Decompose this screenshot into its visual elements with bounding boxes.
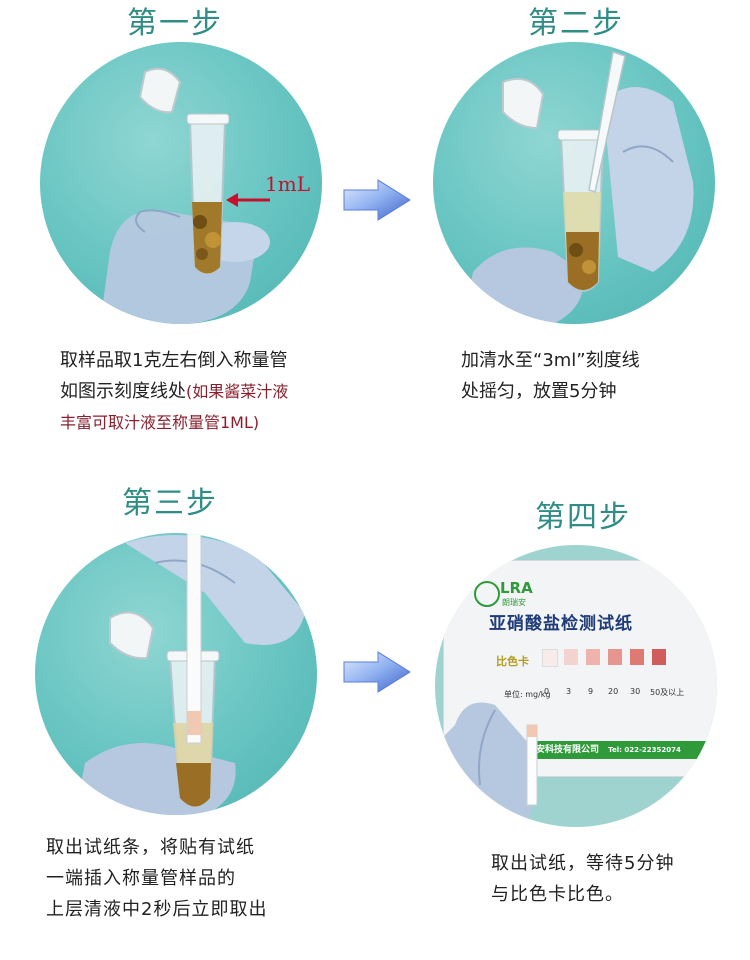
step1-title: 第一步 (127, 6, 223, 41)
step1-line2-wrap: 如图示刻度线处(如果酱菜汁液 (60, 376, 360, 407)
step1-line2: 如图示刻度线处 (60, 381, 186, 402)
step4-illustration (435, 702, 538, 827)
step3-description: 取出试纸条，将贴有试纸 一端插入称量管样品的 上层清液中2秒后立即取出 (46, 832, 326, 925)
step4-line2: 与比色卡比色。 (491, 884, 624, 905)
package-card-label: 比色卡 (496, 655, 529, 668)
step3-photo (35, 533, 317, 815)
step1-note-b: 丰富可取汁液至称量管1ML) (60, 413, 260, 432)
step1-description: 取样品取1克左右倒入称量管 如图示刻度线处(如果酱菜汁液 丰富可取汁液至称量管1… (60, 345, 360, 438)
step1-tube-label: 1mL (265, 172, 310, 196)
scale-label: 50及以上 (650, 688, 685, 697)
color-card (542, 649, 682, 671)
arrow-right-icon (343, 651, 411, 693)
arrow-right-icon (343, 179, 411, 221)
scale-label: 9 (588, 687, 594, 696)
step1-line1: 取样品取1克左右倒入称量管 (60, 350, 288, 371)
step1-photo (40, 42, 322, 324)
step2-photo (433, 42, 715, 324)
step2-title: 第二步 (528, 6, 624, 41)
step2-illustration (463, 51, 694, 324)
step1-note-a: (如果酱菜汁液 (186, 382, 289, 401)
color-swatch (630, 649, 644, 665)
step3-line3: 上层清液中2秒后立即取出 (46, 899, 268, 920)
step3-line2: 一端插入称量管样品的 (46, 868, 236, 889)
package-brand-sub: 朗瑞安 (502, 598, 526, 607)
step4-line1: 取出试纸，等待5分钟 (491, 853, 675, 874)
color-swatch (586, 649, 600, 665)
package-unit-label: 单位: mg/kg (504, 690, 551, 699)
scale-label: 0 (544, 687, 550, 696)
step4-description: 取出试纸，等待5分钟 与比色卡比色。 (491, 848, 731, 910)
step2-description: 加清水至“3ml”刻度线 处摇匀，放置5分钟 (461, 345, 741, 407)
scale-label: 3 (566, 687, 572, 696)
color-swatch (542, 649, 558, 667)
step2-line2: 处摇匀，放置5分钟 (461, 381, 617, 402)
step3-illustration (75, 533, 305, 815)
package-logo (474, 581, 500, 607)
package-company-bar: 天津朗瑞安科技有限公司 Tel: 022-22352074 (494, 741, 717, 759)
package-brand: LRA (500, 579, 533, 597)
step2-line1: 加清水至“3ml”刻度线 (461, 350, 640, 371)
scale-label: 20 (608, 687, 619, 696)
step1-illustration (100, 67, 270, 324)
color-swatch (652, 649, 666, 665)
package-company: 天津朗瑞安科技有限公司 (500, 745, 600, 755)
package-title: 亚硝酸盐检测试纸 (489, 614, 633, 634)
color-scale: 0 3 9 20 30 50及以上 (540, 687, 690, 699)
package-phone: Tel: 022-22352074 (608, 746, 681, 754)
step3-line1: 取出试纸条，将贴有试纸 (46, 837, 255, 858)
color-swatch (564, 649, 578, 665)
step3-title: 第三步 (122, 486, 218, 521)
step4-photo: LRA 朗瑞安 亚硝酸盐检测试纸 比色卡 单位: mg/kg 0 3 9 20 … (435, 545, 717, 827)
color-swatch (608, 649, 622, 665)
step4-title: 第四步 (535, 500, 631, 535)
scale-label: 30 (630, 687, 641, 696)
